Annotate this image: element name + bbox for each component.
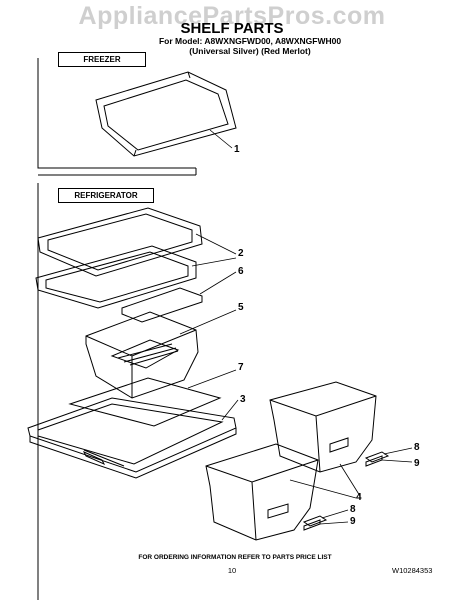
- model-line-2: (Universal Silver) (Red Merlot): [189, 46, 311, 56]
- crisper-shelf-frame: [27, 397, 237, 479]
- leader-4a: [339, 463, 361, 497]
- page-number: 10: [227, 566, 237, 575]
- leader-9b: [319, 521, 349, 525]
- crisper-drawer-lower: [205, 443, 319, 541]
- crisper-glass-insert: [68, 377, 222, 427]
- callout-9a: 9: [414, 458, 420, 469]
- leader-8a: [383, 447, 413, 455]
- freezer-shelf: [95, 71, 237, 157]
- callout-6: 6: [238, 266, 244, 277]
- glass-shelf-upper: [37, 207, 203, 277]
- model-line-1: For Model: A8WXNGFWD00, A8WXNGFWH00: [158, 36, 342, 46]
- leader-2b: [191, 257, 237, 267]
- page-title: SHELF PARTS: [180, 20, 284, 37]
- callout-8b: 8: [350, 504, 356, 515]
- callout-3: 3: [240, 394, 246, 405]
- crisper-cover-frame: [121, 287, 203, 323]
- callout-2: 2: [238, 248, 244, 259]
- callout-5: 5: [238, 302, 244, 313]
- leader-3: [221, 399, 239, 421]
- leader-2a: [195, 233, 237, 255]
- leader-7: [187, 369, 237, 389]
- model-info: For Model: A8WXNGFWD00, A8WXNGFWH00 (Uni…: [150, 36, 350, 56]
- leader-6: [199, 271, 237, 295]
- glass-shelf-lower: [35, 245, 197, 309]
- crisper-drawer-upper: [269, 381, 377, 473]
- callout-7: 7: [238, 362, 244, 373]
- meat-drawer: [85, 311, 199, 399]
- watermark: AppliancePartsPros.com: [78, 2, 386, 30]
- document-id: W10284353: [392, 566, 433, 575]
- leader-1: [209, 129, 233, 149]
- leader-8b: [321, 509, 349, 519]
- callout-1: 1: [234, 144, 240, 155]
- ordering-note: FOR ORDERING INFORMATION REFER TO PARTS …: [138, 554, 332, 561]
- freezer-section-frame: [37, 58, 196, 169]
- callout-4: 4: [356, 492, 362, 503]
- callout-8a: 8: [414, 442, 420, 453]
- leader-4b: [289, 479, 357, 499]
- refrigerator-section-label: REFRIGERATOR: [58, 188, 154, 203]
- callout-9b: 9: [350, 516, 356, 527]
- freezer-section-label: FREEZER: [58, 52, 146, 67]
- leader-5: [179, 309, 237, 335]
- leader-9a: [381, 459, 413, 463]
